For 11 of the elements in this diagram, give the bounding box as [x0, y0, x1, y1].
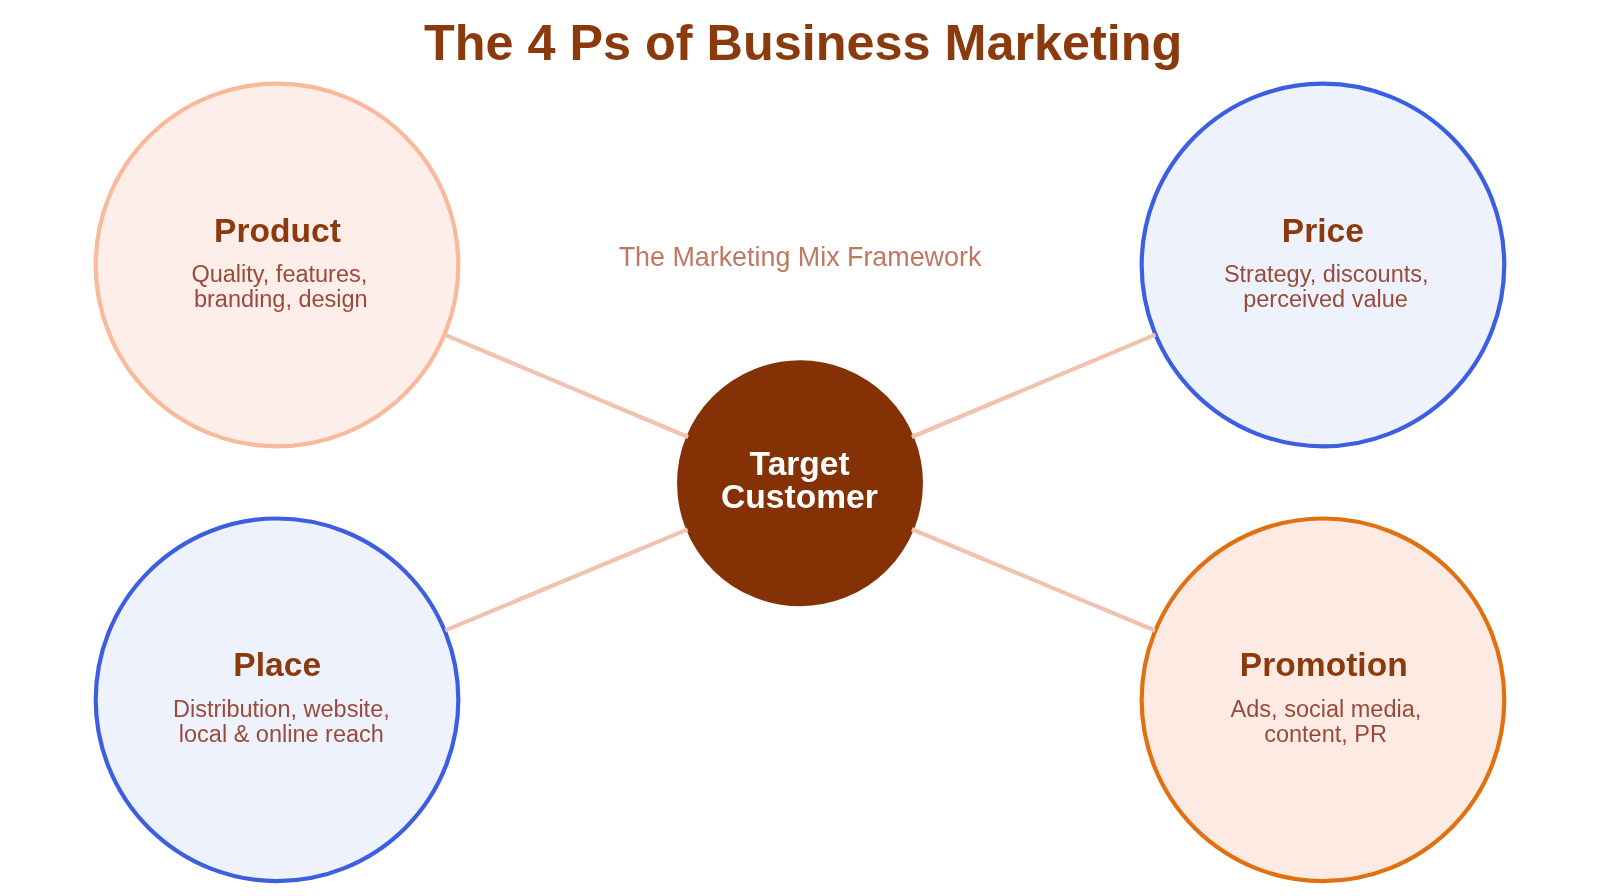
node-circle: Product Quality, features, branding, design: [93, 81, 461, 449]
label: The Marketing Mix Framework: [618, 242, 982, 273]
connector: [444, 527, 689, 633]
node-circle: Target Customer: [677, 360, 923, 607]
connector: [911, 332, 1157, 439]
node-circle: Promotion Ads, social media, content, PR: [1139, 516, 1507, 884]
node-circle: Place Distribution, website, local & online reach: [93, 516, 461, 884]
connector: [443, 332, 689, 439]
diagram-title: The 4 Ps of Business Marketing: [423, 14, 1183, 72]
node-circle: Price Strategy, discounts, perceived value: [1139, 81, 1507, 449]
connector: [911, 527, 1156, 633]
